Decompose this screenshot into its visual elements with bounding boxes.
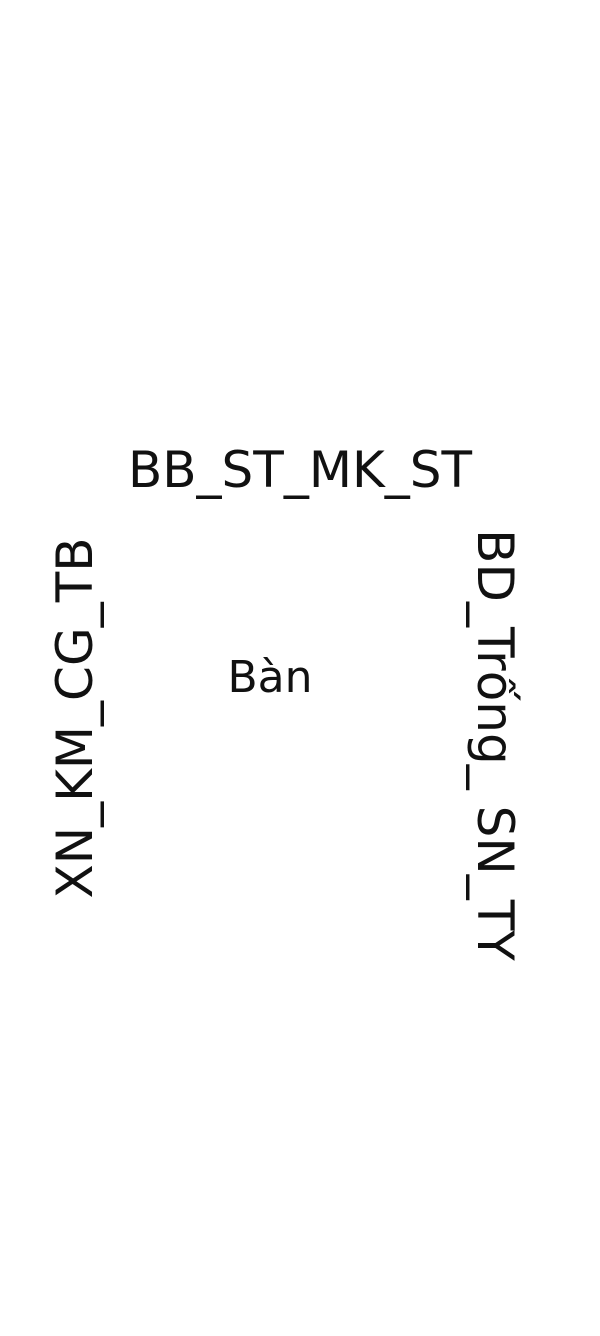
right-seat-label: BD_Trống_ SN_TY	[466, 529, 524, 961]
left-seat-label: XN_KM_CG_TB	[46, 537, 104, 899]
table-label: Bàn	[227, 652, 313, 703]
top-seat-label: BB_ST_MK_ST	[127, 441, 473, 499]
